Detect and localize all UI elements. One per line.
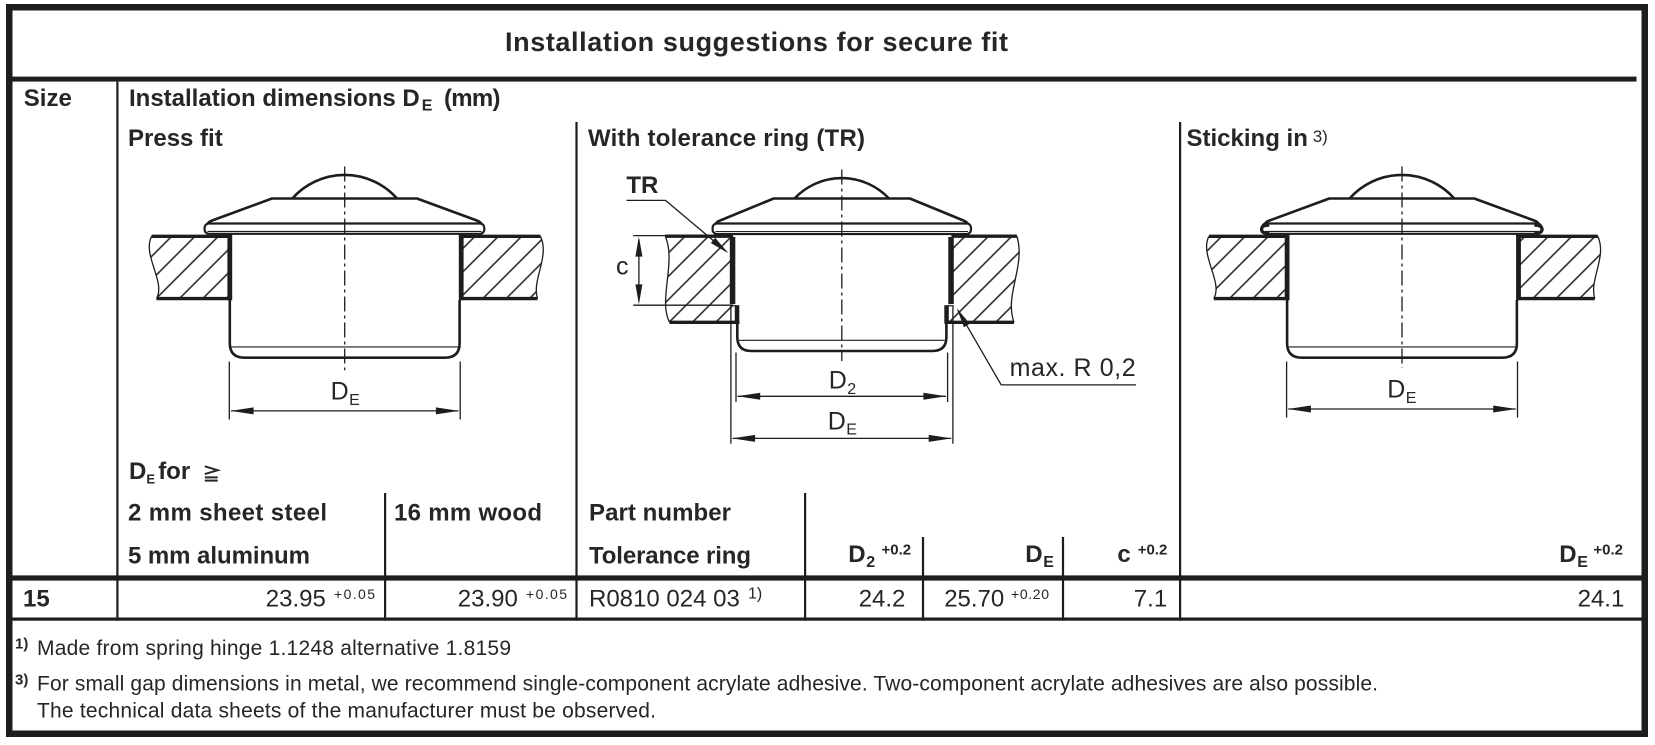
svg-text:E: E <box>349 392 360 409</box>
svg-text:+0.20: +0.20 <box>1011 586 1049 602</box>
svg-text:D: D <box>828 407 846 435</box>
svg-text:Press fit: Press fit <box>128 125 223 152</box>
svg-text:c: c <box>616 253 629 281</box>
svg-text:D: D <box>829 367 847 395</box>
svg-text:Tolerance ring: Tolerance ring <box>589 543 751 570</box>
svg-text:E: E <box>1043 554 1054 571</box>
svg-text:5 mm aluminum: 5 mm aluminum <box>128 543 310 570</box>
svg-text:+0.2: +0.2 <box>1138 541 1168 558</box>
svg-text:7.1: 7.1 <box>1134 586 1167 613</box>
svg-text:With tolerance ring (TR): With tolerance ring (TR) <box>588 125 865 152</box>
svg-text:R0810 024 03: R0810 024 03 <box>589 586 740 613</box>
svg-text:Sticking in: Sticking in <box>1187 125 1308 152</box>
svg-text:25.70: 25.70 <box>944 586 1004 613</box>
svg-text:2 mm sheet steel: 2 mm sheet steel <box>128 500 327 527</box>
svg-text:E: E <box>1406 390 1417 407</box>
svg-text:The technical data sheets of t: The technical data sheets of the manufac… <box>37 700 656 723</box>
svg-text:(mm): (mm) <box>444 85 501 112</box>
svg-text:max. R 0,2: max. R 0,2 <box>1010 354 1136 382</box>
svg-text:+0.2: +0.2 <box>882 541 912 558</box>
svg-text:+0.2: +0.2 <box>1593 541 1623 558</box>
svg-text:D: D <box>848 541 865 568</box>
svg-text:3): 3) <box>1313 127 1328 146</box>
svg-text:Size: Size <box>24 85 72 112</box>
svg-text:Made from spring hinge 1.1248: Made from spring hinge 1.1248 alternativ… <box>37 637 511 660</box>
svg-text:1): 1) <box>15 636 28 653</box>
svg-text:D: D <box>129 458 146 485</box>
svg-text:E: E <box>422 98 433 115</box>
svg-text:for: for <box>158 458 190 485</box>
svg-text:Part number: Part number <box>589 500 731 527</box>
svg-text:TR: TR <box>626 172 658 199</box>
svg-text:E: E <box>1577 554 1588 571</box>
svg-text:For small gap dimensions in me: For small gap dimensions in metal, we re… <box>37 673 1378 696</box>
svg-text:+0.05: +0.05 <box>334 586 375 602</box>
svg-text:+0.05: +0.05 <box>526 586 567 602</box>
svg-text:D: D <box>1559 541 1576 568</box>
svg-text:E: E <box>846 422 857 439</box>
svg-text:Installation suggestions for s: Installation suggestions for secure fit <box>505 27 1008 57</box>
svg-text:E: E <box>146 472 155 487</box>
svg-text:Installation dimensions D: Installation dimensions D <box>129 85 420 112</box>
svg-text:24.2: 24.2 <box>859 586 906 613</box>
svg-text:16 mm wood: 16 mm wood <box>394 500 542 527</box>
svg-text:23.90: 23.90 <box>458 586 518 613</box>
svg-text:3): 3) <box>15 672 28 689</box>
svg-text:2: 2 <box>847 381 856 398</box>
svg-text:2: 2 <box>866 554 875 571</box>
svg-text:D: D <box>1025 541 1042 568</box>
svg-text:D: D <box>331 378 349 406</box>
svg-text:15: 15 <box>23 586 50 613</box>
svg-text:24.1: 24.1 <box>1578 586 1625 613</box>
svg-text:D: D <box>1387 376 1405 404</box>
svg-text:c: c <box>1117 541 1130 568</box>
svg-text:1): 1) <box>748 586 762 603</box>
svg-text:23.95: 23.95 <box>266 586 326 613</box>
